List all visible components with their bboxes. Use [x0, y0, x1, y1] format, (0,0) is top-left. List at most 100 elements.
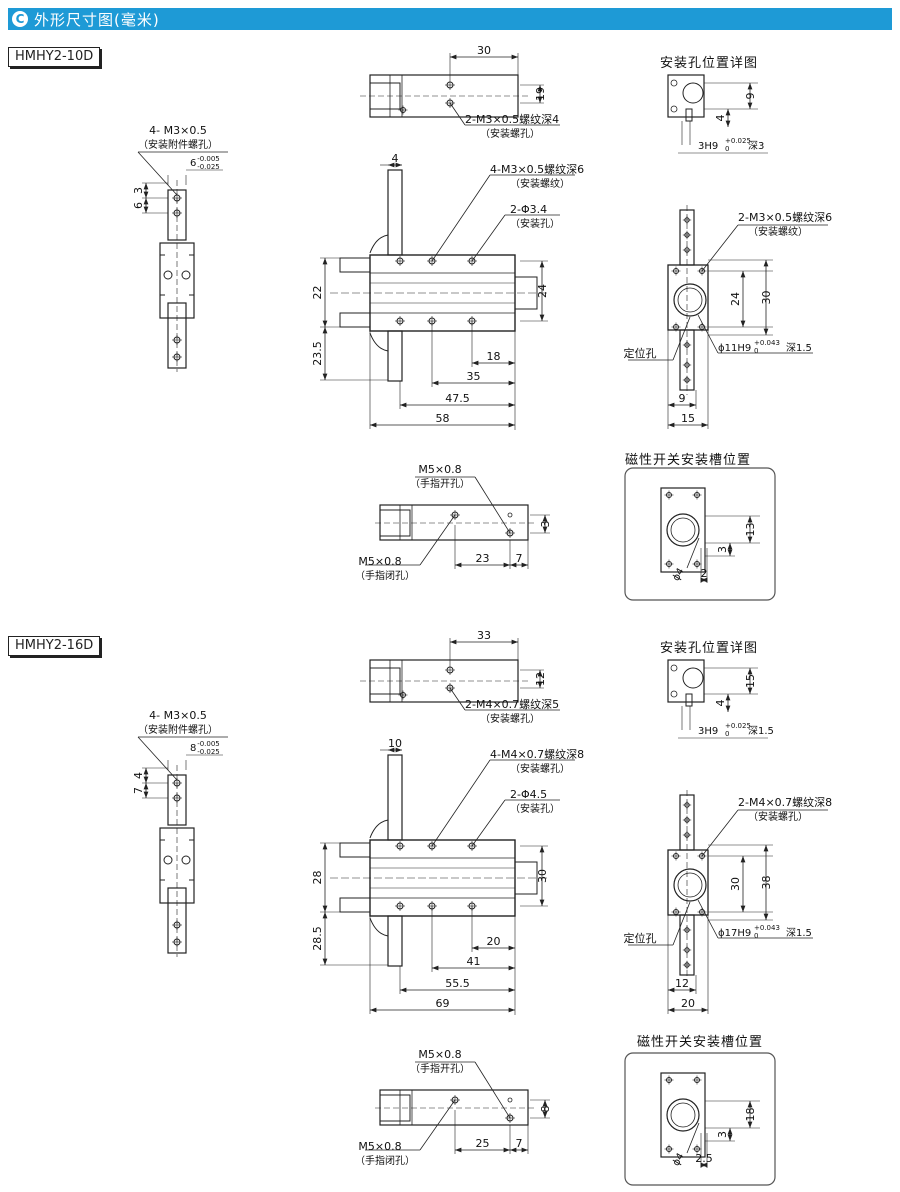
- dim-arrow: [395, 747, 402, 753]
- dim-arrow: [322, 258, 328, 265]
- dim-label: 38: [760, 876, 773, 890]
- dim-arrow: [747, 1121, 753, 1128]
- dim-arrow: [508, 1007, 515, 1013]
- front-jaw-bottom: [387, 330, 403, 382]
- end-phi: 深1.5: [786, 927, 812, 939]
- hand-note: （手指开孔）: [410, 477, 470, 490]
- dim-label: 12: [675, 977, 689, 990]
- dim-arrow: [539, 899, 545, 906]
- detail-tol: +0.025: [725, 722, 751, 730]
- dim-arrow: [508, 945, 515, 951]
- dim-label: 24: [536, 284, 549, 298]
- dim-arrow: [143, 191, 149, 198]
- dim-arrow: [455, 562, 462, 568]
- drawing-line: [701, 224, 739, 272]
- drawing-line: [449, 102, 466, 126]
- dim-arrow: [143, 768, 149, 775]
- detail-tol: 3H9: [698, 141, 718, 152]
- dim-arrow: [432, 380, 439, 386]
- dim-arrow: [542, 1111, 548, 1118]
- dim-arrow: [747, 668, 753, 675]
- dim-label: 15: [681, 412, 695, 425]
- side-screw: [181, 270, 191, 280]
- front-jaw-bottom: [387, 915, 403, 967]
- magnet-panel-box: [624, 467, 776, 601]
- dim-arrow: [537, 85, 543, 92]
- magnet-phi: ϕ4: [671, 566, 687, 583]
- hand-note: （手指闭孔）: [355, 569, 415, 582]
- c-badge-icon: C: [12, 11, 28, 27]
- dim-label: 18: [744, 1108, 757, 1122]
- dim-arrow: [472, 945, 479, 951]
- drawing-line: [419, 514, 456, 566]
- drawing-line: [471, 799, 506, 847]
- dim-arrow: [388, 162, 395, 168]
- end-note: （安装螺孔）: [748, 810, 808, 823]
- tol-lower: -0.025: [197, 748, 220, 756]
- dim-arrow: [763, 913, 769, 920]
- dim-label: 19: [534, 87, 547, 101]
- dim-label: 35: [467, 370, 481, 383]
- front-note: 2-Φ3.4: [510, 203, 547, 216]
- top-note: 2-M3×0.5螺纹深4: [465, 112, 559, 126]
- dim-arrow: [508, 422, 515, 428]
- drawing-line: [686, 1122, 700, 1154]
- dim-arrow: [740, 856, 746, 863]
- dim-label: 23: [476, 552, 490, 565]
- drawing-line: [431, 759, 491, 847]
- magnet-bore-inner: [670, 1102, 696, 1128]
- magnet-title-2: 磁性开关安装槽位置: [637, 1035, 764, 1050]
- magnet-body: [660, 1072, 706, 1158]
- dim-label: 15: [744, 674, 757, 688]
- magnet-bore-inner: [670, 517, 696, 543]
- dim-arrow: [763, 845, 769, 852]
- model-label-2: HMHY2-16D: [8, 636, 101, 656]
- dim-arrow: [503, 1147, 510, 1153]
- dim-arrow: [668, 402, 675, 408]
- drawing-line: [419, 1099, 456, 1151]
- dim-arrow: [668, 422, 675, 428]
- detail-hole: [670, 664, 678, 672]
- dim-arrow: [542, 515, 548, 522]
- top-note: （安装螺孔）: [480, 712, 540, 725]
- front-rod-top: [339, 842, 371, 858]
- front-endcap: [514, 276, 538, 310]
- dim-arrow: [740, 905, 746, 912]
- magnet-bore: [666, 513, 700, 547]
- dim-arrow: [370, 422, 377, 428]
- dim-arrow: [322, 327, 328, 334]
- dim-label: 30: [477, 44, 491, 57]
- tol-upper: -0.005: [197, 740, 220, 748]
- drawing-line: [137, 151, 178, 196]
- drawing-line: [672, 901, 691, 946]
- front-endcap: [514, 861, 538, 895]
- magnet-phi: ϕ4: [671, 1151, 687, 1168]
- front-rod-bottom: [339, 897, 371, 913]
- dim-arrow: [143, 183, 149, 190]
- dim-label: 23.5: [311, 341, 324, 366]
- dim-arrow: [747, 102, 753, 109]
- dim-label: 4: [714, 700, 727, 707]
- dim-arrow: [668, 987, 675, 993]
- tol-upper: -0.005: [197, 155, 220, 163]
- front-note: （安装孔）: [510, 217, 560, 230]
- end-phi: 0: [754, 932, 758, 940]
- drawing-line: [449, 687, 466, 711]
- detail-title-2: 安装孔位置详图: [660, 641, 759, 656]
- dim-arrow: [322, 373, 328, 380]
- detail-tol: 3H9: [698, 726, 718, 737]
- front-jaw-fillet: [369, 819, 389, 839]
- dim-arrow: [727, 543, 733, 550]
- dim-arrow: [542, 1100, 548, 1107]
- dim-arrow: [725, 694, 731, 701]
- drawing-line: [137, 736, 178, 781]
- dim-arrow: [537, 96, 543, 103]
- dim-label: 55.5: [445, 977, 470, 990]
- side-note: 4- M3×0.5: [149, 709, 207, 722]
- tol-base: 6: [190, 158, 196, 169]
- dim-arrow: [727, 549, 733, 556]
- dim-label: 2.5: [695, 1152, 713, 1165]
- detail-pin: [685, 108, 693, 122]
- dim-arrow: [725, 705, 731, 712]
- dim-label: 9: [744, 93, 757, 100]
